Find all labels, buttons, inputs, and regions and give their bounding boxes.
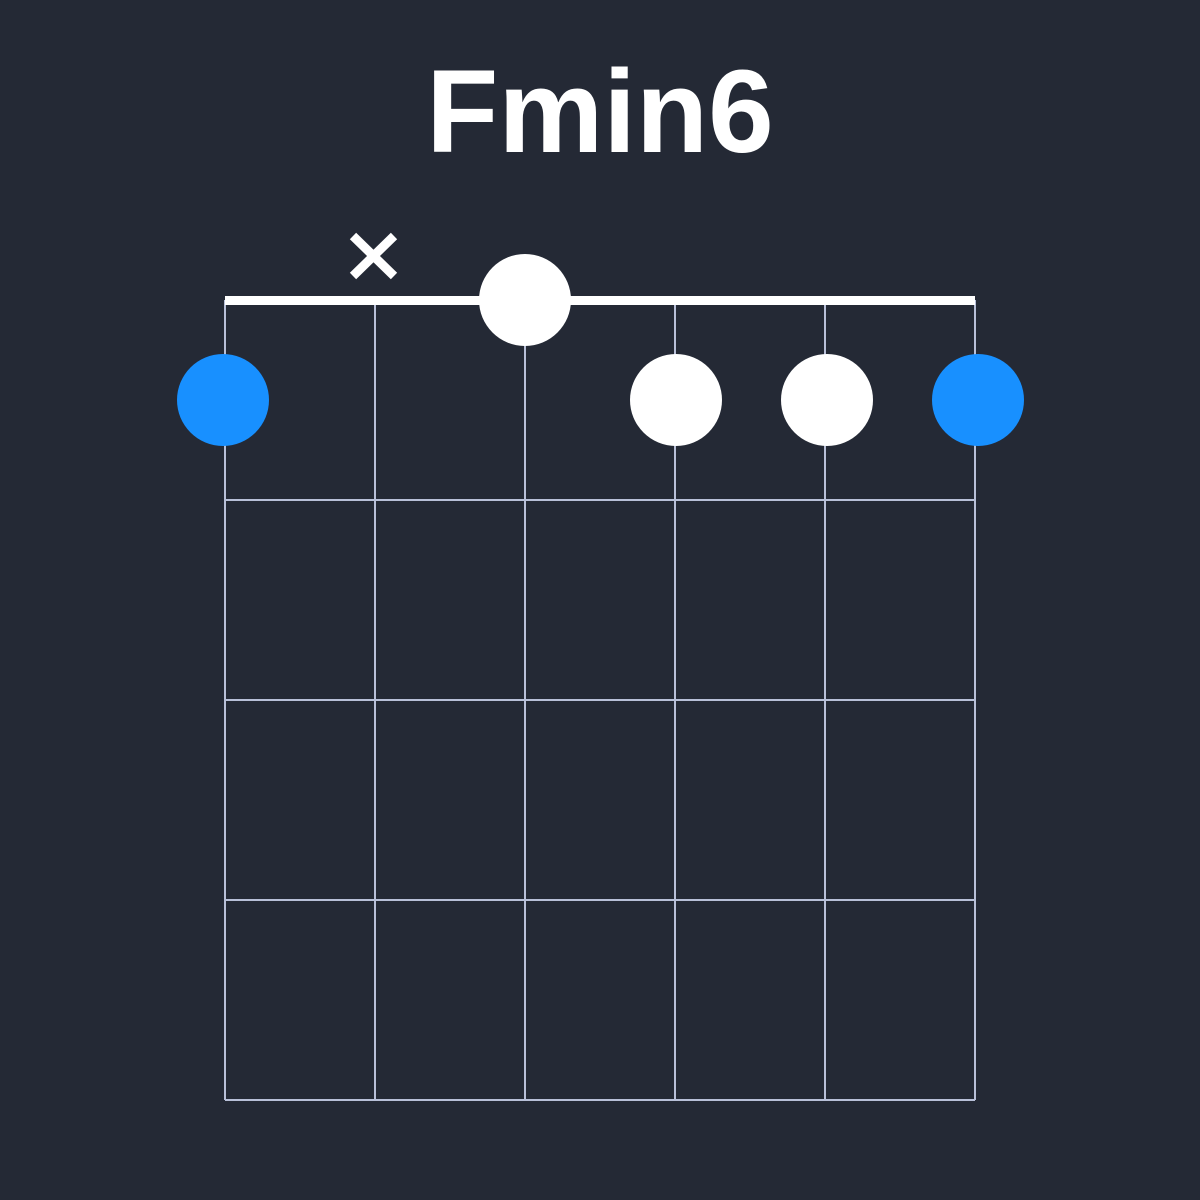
nut [225,296,975,305]
root-note-dot [177,354,269,446]
finger-dot [630,354,722,446]
finger-dot [781,354,873,446]
fretboard-grid [224,300,976,1101]
root-note-dot [932,354,1024,446]
muted-string-icon [349,232,398,280]
open-string-marker [479,254,571,346]
chord-title: Fmin6 [426,46,774,178]
